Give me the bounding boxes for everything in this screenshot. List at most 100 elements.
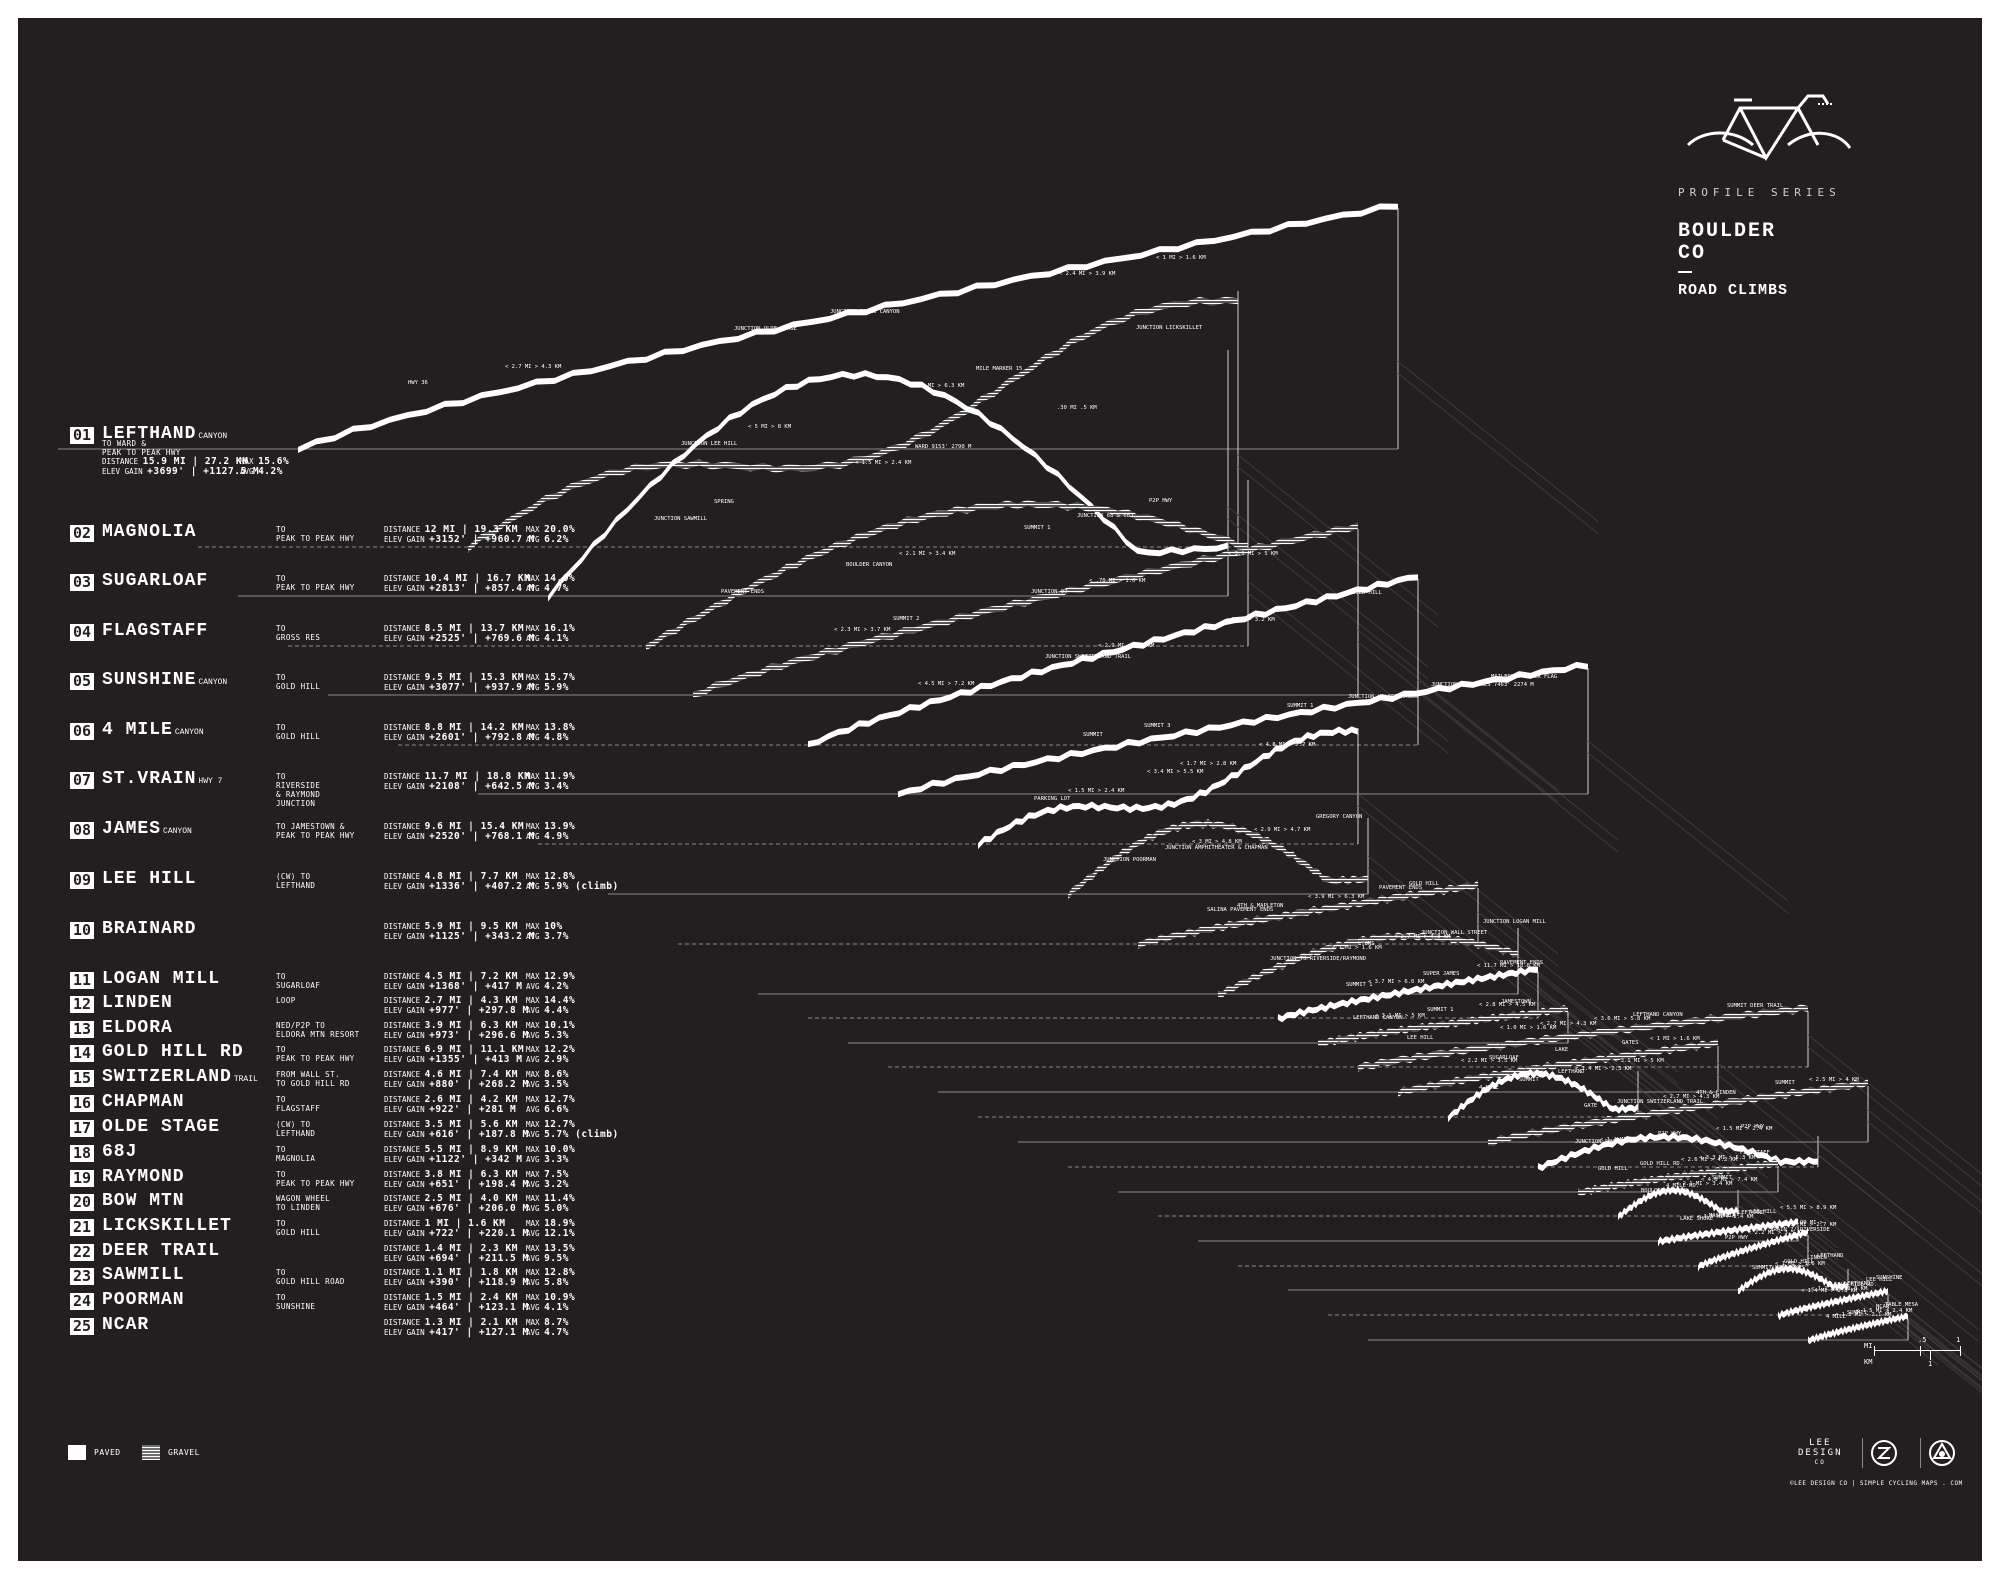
profile-annotation: LEFTHAND: [1817, 1253, 1844, 1259]
stat-value: +2525' | +769.6 M: [429, 633, 535, 644]
profile-annotation: < .90 MI >: [1790, 1220, 1824, 1226]
stat-value: 10.9%: [544, 1292, 576, 1303]
profile-annotation: < 1 MI > 1.6 KM: [1332, 945, 1382, 951]
profile-annotation: < 1.7 MI > 2.8 KM: [1180, 761, 1237, 767]
profile-annotation: GATES: [1622, 1040, 1639, 1046]
climb-number: 04: [70, 624, 95, 641]
avg-grade-stat: AVG 4.7%: [526, 584, 569, 594]
stat-value: 8.5 MI | 13.7 KM: [424, 623, 525, 634]
climb-name: LINDEN: [102, 993, 173, 1013]
stat-value: 12.8%: [544, 871, 576, 882]
avg-grade-stat: AVG 5.9% (climb): [526, 882, 619, 892]
perspective-guide: [1397, 373, 1599, 534]
stat-value: 3.8 MI | 6.3 KM: [424, 1169, 518, 1180]
stat-value: 10.1%: [544, 1020, 576, 1031]
climb-profile: [1778, 1286, 1888, 1321]
stat-value: 12.7%: [544, 1119, 576, 1130]
climb-profile: [298, 203, 1398, 453]
stat-value: +2601' | +792.8 M: [429, 732, 535, 743]
legend-paved: PAVED: [68, 1445, 121, 1460]
stat-value: 2.5 MI | 4.0 KM: [424, 1193, 518, 1204]
max-grade-stat: MAX 10.1%: [526, 1021, 575, 1031]
perspective-guide: [1227, 506, 1429, 668]
climb-profile: [808, 574, 1418, 748]
perspective-guide: [1867, 1121, 1982, 1214]
stat-label: ELEV GAIN: [384, 733, 430, 742]
max-grade-stat: MAX 12.2%: [526, 1045, 575, 1055]
profile-annotation: < 2.3 MI > 3.7 KM: [834, 627, 891, 633]
max-grade-stat: MAX 16.1%: [526, 624, 575, 634]
perspective-guide: [1777, 1180, 1979, 1342]
distance-stat: DISTANCE 2.6 MI | 4.2 KM: [384, 1095, 518, 1105]
brand-line-2: DESIGN: [1798, 1448, 1843, 1458]
profile-annotation: NCAR: [1876, 1304, 1890, 1310]
stat-value: 3.5 MI | 5.6 KM: [424, 1119, 518, 1130]
max-grade-stat: MAX 8.7%: [526, 1318, 569, 1328]
stat-label: DISTANCE: [102, 457, 143, 466]
profile-annotation: < 2.6 MI > 4.2 KM: [1681, 1157, 1738, 1163]
profile-annotation: < 1.5 MI > 2.4 KM: [1716, 1126, 1773, 1132]
profile-annotation: SUMMIT 3: [1144, 723, 1171, 729]
stat-label: DISTANCE: [384, 1021, 425, 1030]
stat-label: AVG: [526, 932, 545, 941]
profile-annotation: SUGARLOAF: [1489, 1055, 1519, 1061]
stat-value: 12.9%: [544, 971, 576, 982]
stat-label: DISTANCE: [384, 1219, 425, 1228]
scale-unit-mi: MI: [1864, 1342, 1873, 1350]
stat-label: MAX: [526, 1120, 545, 1129]
profile-annotation: SUMMIT: [1519, 1077, 1540, 1083]
distance-stat: DISTANCE 1 MI | 1.6 KM: [384, 1219, 506, 1229]
elevation-gain-stat: ELEV GAIN +616' | +187.8 M: [384, 1130, 529, 1140]
legend-gravel: GRAVEL: [142, 1445, 200, 1460]
perspective-guide: [1807, 1046, 1982, 1187]
profile-annotation: JUNCTION POORMAN: [1103, 857, 1156, 863]
profile-annotation: JUNCTION WALKER RANCH: [1348, 694, 1418, 700]
max-grade-stat: MAX 12.7%: [526, 1120, 575, 1130]
stat-value: 4.2%: [258, 466, 283, 477]
climb-destination: TO GROSS RES: [276, 624, 321, 642]
profile-annotation: 4 MILE RD.: [1666, 1183, 1699, 1189]
profile-annotation: JAMESTOWN: [1501, 999, 1531, 1005]
profile-annotation: LEFTHAND CANYON: [1353, 1015, 1403, 1021]
climb-number: 24: [70, 1293, 95, 1310]
profile-annotation: JUNCTION OLDE STAGE: [734, 326, 797, 332]
stat-label: ELEV GAIN: [384, 832, 430, 841]
profile-annotation: JUNCTION GROSS RES 7463' 2274 M: [1431, 682, 1534, 688]
perspective-guide: [1367, 855, 1569, 1017]
profile-annotation: < 5 MI > 8 KM: [748, 424, 792, 430]
stat-label: MAX: [526, 574, 545, 583]
stat-value: 12.7%: [544, 1094, 576, 1105]
profile-annotation: SPRING: [714, 499, 734, 505]
climb-number: 18: [70, 1145, 95, 1162]
stat-value: 6.9 MI | 11.1 KM: [424, 1044, 525, 1055]
profile-annotation: < 2.7 MI > 4.3 KM: [505, 364, 562, 370]
elevation-gain-stat: ELEV GAIN +3152' | +960.7 M: [384, 535, 535, 545]
stat-value: 5.9% (climb): [544, 881, 619, 892]
elevation-gain-stat: ELEV GAIN +1122' | +342 M: [384, 1155, 522, 1165]
elevation-gain-stat: ELEV GAIN +2813' | +857.4 M: [384, 584, 535, 594]
profile-annotation: < .70 MI > 1.0 KM: [1089, 578, 1146, 584]
stat-value: +417' | +127.1 M: [429, 1327, 529, 1338]
stat-value: 9.5%: [544, 1253, 569, 1264]
stat-label: MAX: [526, 972, 545, 981]
climb-number: 16: [70, 1095, 95, 1112]
stat-value: +922' | +281 M: [429, 1104, 517, 1115]
stat-label: DISTANCE: [384, 1268, 425, 1277]
profile-annotation: < 2.7 MI > 4.3 KM: [1663, 1094, 1720, 1100]
stat-label: DISTANCE: [384, 1120, 425, 1129]
climb-subtitle: CANYON: [163, 827, 192, 836]
profile-annotation: LEE HILL: [1750, 1209, 1777, 1215]
profile-annotation: LEFTHAND: [1558, 1069, 1585, 1075]
stat-label: DISTANCE: [384, 1170, 425, 1179]
stat-label: AVG: [526, 1180, 545, 1189]
climb-profile: [1578, 1159, 1778, 1196]
stat-value: 11.9%: [544, 771, 576, 782]
stat-label: AVG: [526, 1105, 545, 1114]
stat-label: ELEV GAIN: [384, 882, 430, 891]
climb-name: POORMAN: [102, 1290, 185, 1310]
stat-value: +977' | +297.8 M: [429, 1005, 529, 1016]
stat-label: DISTANCE: [384, 996, 425, 1005]
stat-value: 20.0%: [544, 524, 576, 535]
stat-label: DISTANCE: [384, 872, 425, 881]
